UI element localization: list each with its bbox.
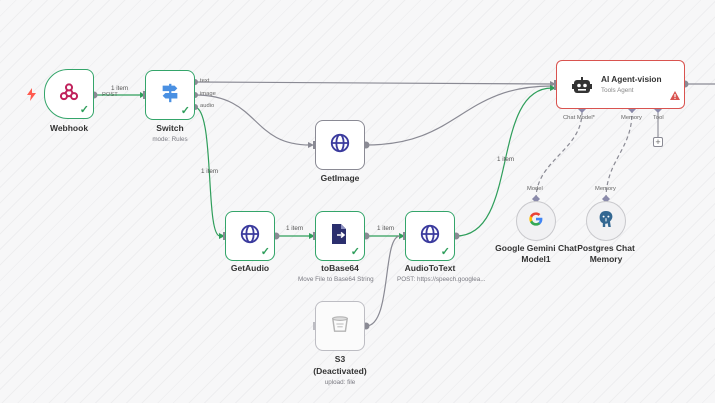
node-label: GetImage: [320, 173, 360, 183]
switch-node[interactable]: ✓: [145, 70, 195, 120]
port-label-memory: Memory: [621, 115, 642, 121]
arrowhead: [550, 85, 556, 91]
arrowhead: [219, 233, 225, 239]
webhook-node[interactable]: ✓: [44, 69, 94, 119]
google-g-icon: [528, 211, 544, 232]
item-count-label: 1 item: [377, 225, 395, 232]
node-label-line2: Model1: [521, 254, 551, 264]
arrowhead: [140, 92, 145, 98]
output-label-audio: audio: [200, 103, 215, 109]
node-label: Postgres Chat: [577, 243, 635, 253]
gemini-node[interactable]: [516, 201, 556, 241]
success-check-icon: ✓: [440, 246, 450, 258]
connection-s3-audiototext[interactable]: [365, 235, 401, 327]
node-label-status: (Deactivated): [313, 366, 367, 376]
node-label: Switch: [156, 123, 184, 133]
globe-icon: [419, 223, 441, 250]
switch-signpost-icon: [159, 82, 181, 109]
port-switch-in[interactable]: [143, 91, 146, 99]
port-label-model: Model: [527, 186, 543, 192]
connection-postgres-agent[interactable]: [605, 111, 633, 200]
connection-audiototext-agent[interactable]: [455, 87, 553, 237]
tobase64-node[interactable]: ✓: [315, 211, 365, 261]
port-getimage-in[interactable]: [313, 141, 316, 149]
port-audiototext-in[interactable]: [403, 232, 406, 240]
success-check-icon: ✓: [79, 104, 89, 116]
port-label-memory: Memory: [595, 186, 616, 192]
bucket-icon: [331, 315, 349, 338]
node-subtitle: POST: https://speech.googlea...: [397, 276, 486, 283]
item-count-label: 1 item: [286, 225, 304, 232]
node-label: Google Gemini Chat: [495, 243, 577, 253]
connection-getimage-agent[interactable]: [365, 85, 553, 146]
node-label: toBase64: [321, 263, 359, 273]
add-tool-button[interactable]: +: [653, 137, 663, 147]
port-s3-in[interactable]: [313, 322, 316, 330]
node-subtitle: Tools Agent: [601, 87, 634, 94]
port-label-tool: Tool: [653, 115, 664, 121]
output-label-text: text: [200, 78, 210, 84]
node-label: GetAudio: [230, 263, 270, 273]
item-count-label: 1 item: [201, 168, 219, 175]
elephant-icon: [598, 210, 614, 233]
getaudio-node[interactable]: ✓: [225, 211, 275, 261]
port-tobase64-in[interactable]: [313, 232, 316, 240]
node-label: S3: [334, 354, 346, 364]
node-subtitle: mode: Rules: [152, 136, 188, 143]
postgres-node[interactable]: [586, 201, 626, 241]
s3-node[interactable]: [315, 301, 365, 351]
globe-icon: [329, 132, 351, 159]
node-label: AudioToText: [404, 263, 456, 273]
getimage-node[interactable]: [315, 120, 365, 170]
webhook-icon: [58, 81, 80, 108]
arrowhead: [309, 233, 315, 239]
arrowhead: [399, 233, 405, 239]
node-title: AI Agent-vision: [601, 74, 662, 84]
file-arrow-icon: [330, 223, 350, 250]
connection-switch-getimage[interactable]: [194, 94, 311, 146]
audiototext-node[interactable]: ✓: [405, 211, 455, 261]
globe-icon: [239, 223, 261, 250]
warning-triangle-icon[interactable]: [670, 87, 680, 105]
trigger-bolt-icon: [27, 88, 36, 106]
connection-switch-agent[interactable]: [194, 81, 553, 85]
port-agent-in[interactable]: [554, 80, 557, 90]
ai-agent-node[interactable]: AI Agent-vision Tools Agent: [556, 60, 685, 109]
arrowhead: [308, 142, 314, 148]
output-label: POST: [102, 92, 118, 98]
node-subtitle: Move File to Base64 String: [298, 276, 374, 283]
robot-icon: [572, 77, 592, 99]
item-count-label: 1 item: [111, 85, 129, 92]
connection-gemini-agent[interactable]: [535, 111, 583, 200]
connection-switch-getaudio[interactable]: [194, 106, 221, 237]
port-label-chat-model: Chat Model*: [563, 115, 595, 121]
success-check-icon: ✓: [350, 246, 360, 258]
node-label-line2: Memory: [589, 254, 623, 264]
success-check-icon: ✓: [180, 105, 190, 117]
success-check-icon: ✓: [260, 246, 270, 258]
output-label-image: image: [200, 91, 216, 97]
node-label: Webhook: [49, 123, 89, 133]
port-getaudio-in[interactable]: [223, 232, 226, 240]
item-count-label: 1 item: [497, 156, 515, 163]
node-subtitle: upload: file: [324, 379, 356, 386]
